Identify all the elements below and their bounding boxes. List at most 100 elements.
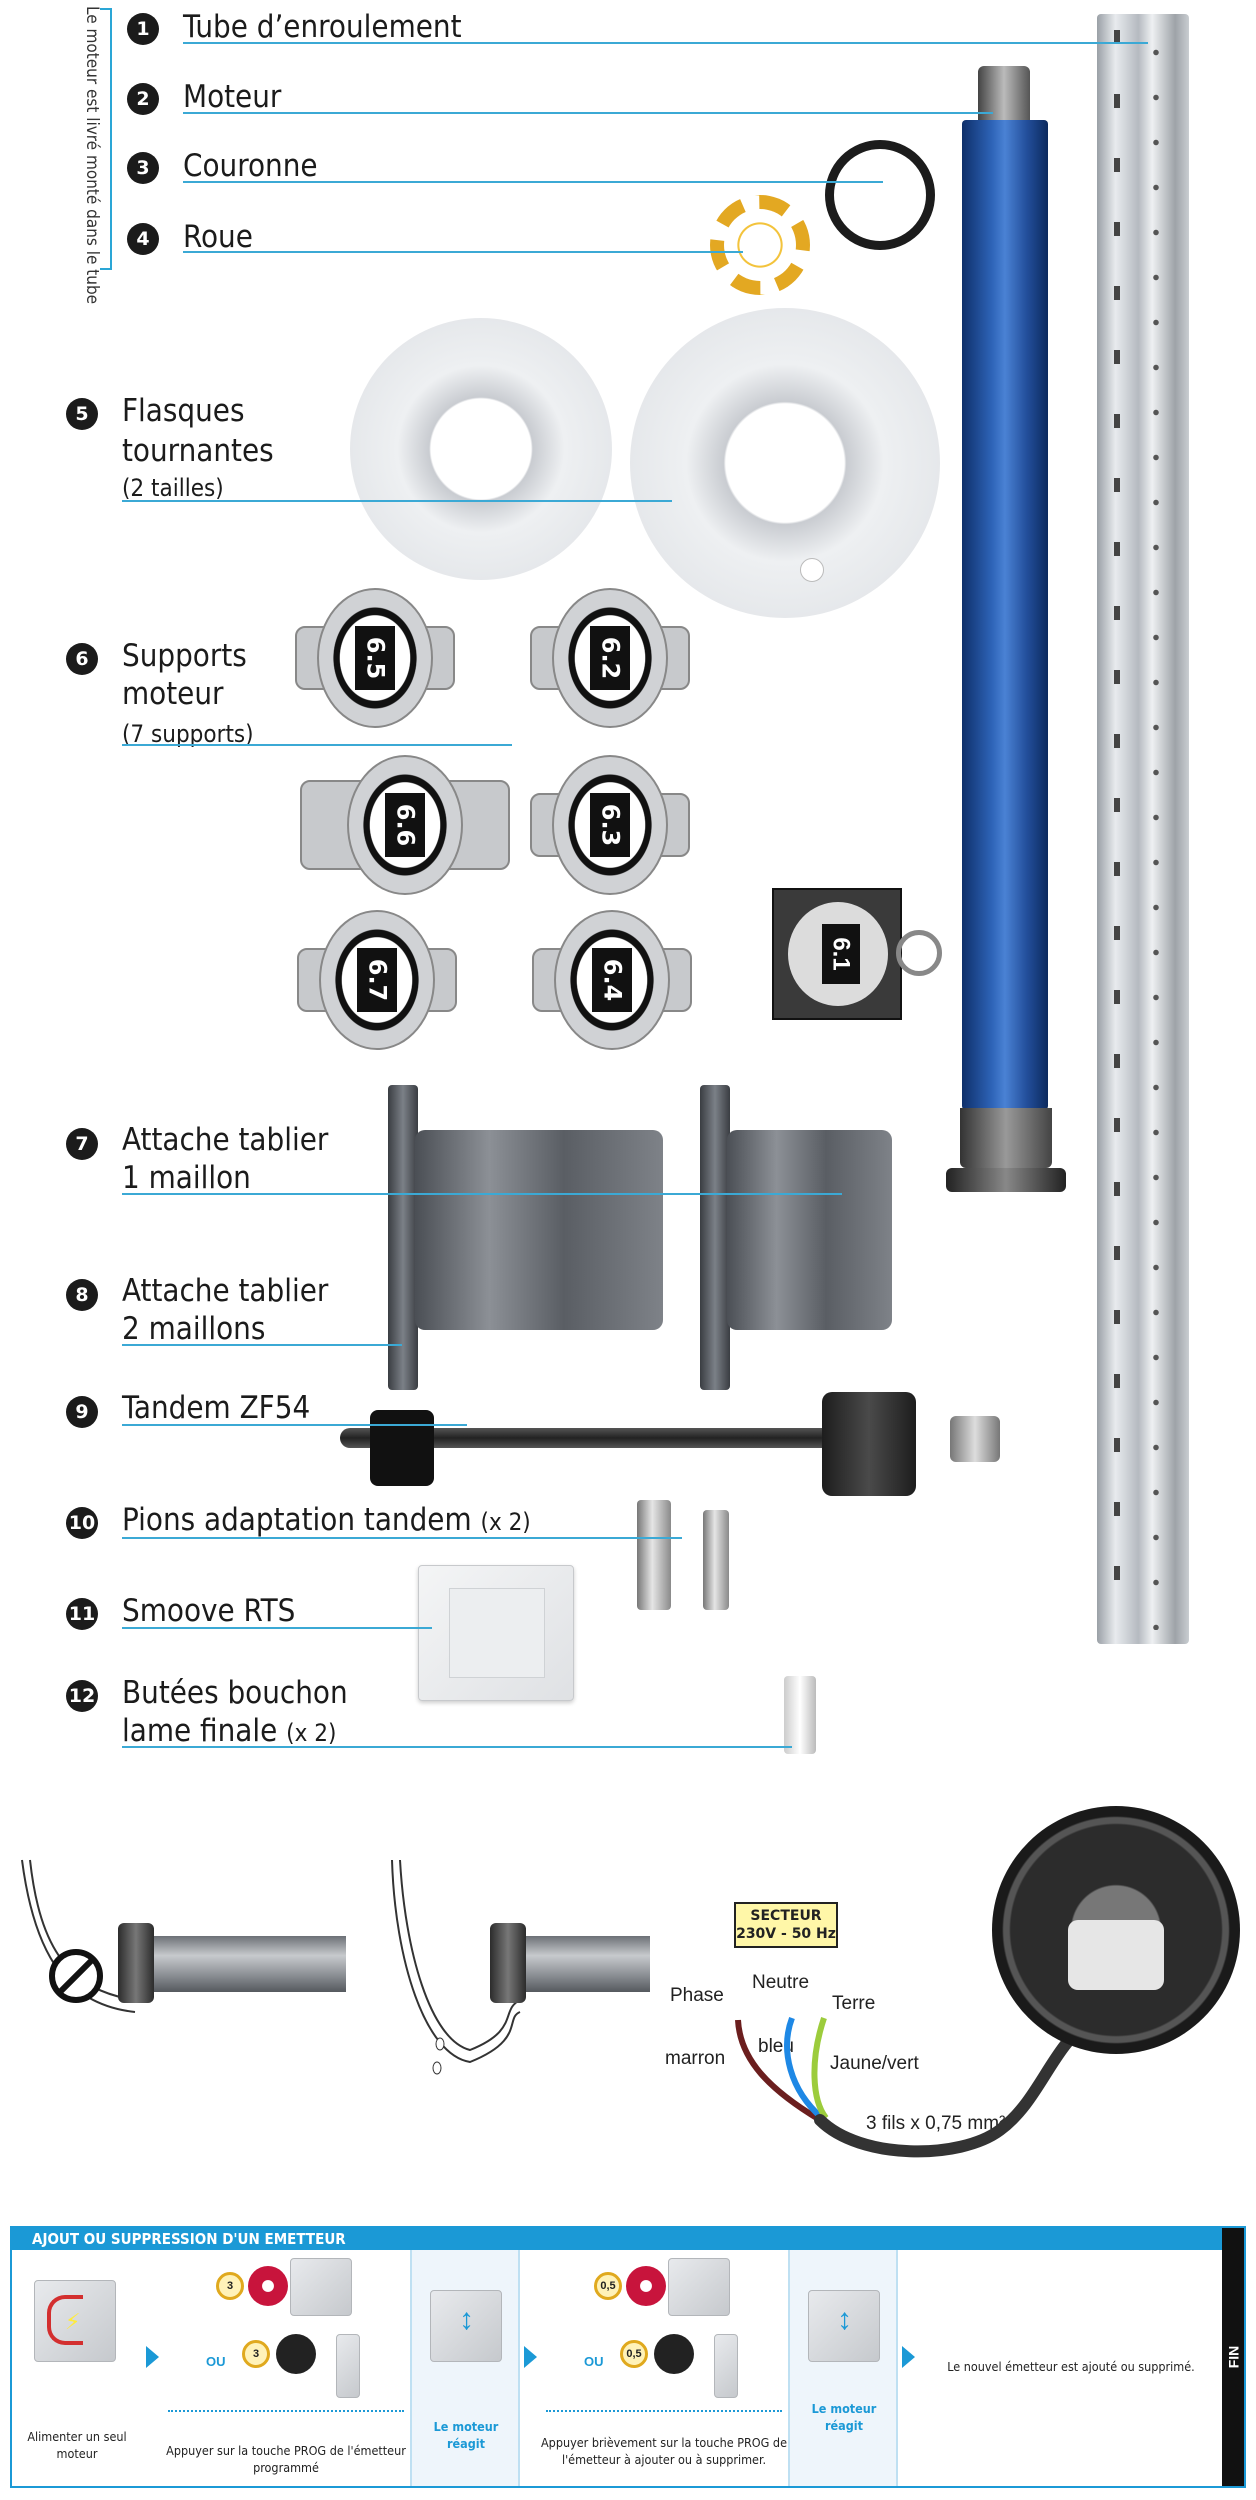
part-number-5: 5 (66, 398, 98, 430)
leader-line-4 (183, 251, 743, 253)
divider (168, 2410, 404, 2412)
cable-label: 3 fils x 0,75 mm² (866, 2113, 1006, 2134)
react1-text: Le moteur réagit (433, 2419, 499, 2451)
procedure-title: AJOUT OU SUPPRESSION D'UN EMETTEUR (12, 2228, 1226, 2250)
procedure-end: FIN (1222, 2228, 1244, 2486)
step-press-prog: 3 OU 3 Appuyer sur la touche PROG de l'é… (162, 2250, 410, 2486)
clip-post-left (388, 1085, 418, 1390)
support-6-5: 6.5 (295, 588, 455, 728)
support-6-7: 6.7 (297, 910, 457, 1050)
part-sub-5: (2 tailles) (122, 474, 224, 502)
part-number-11: 11 (66, 1598, 98, 1630)
leader-line-6 (122, 744, 512, 746)
leader-line-3 (183, 181, 883, 183)
step3-text: Appuyer brièvement sur la touche PROG de… (540, 2435, 787, 2467)
part-label-11: Smoove RTS (122, 1593, 296, 1629)
timer-icon: 3 (216, 2272, 244, 2300)
timer-icon-2: 3 (242, 2340, 270, 2368)
prog-button-icon (248, 2266, 288, 2306)
motor-picture (962, 120, 1048, 1110)
secteur-box: SECTEUR 230V - 50 Hz (734, 1902, 838, 1948)
part-number-7: 7 (66, 1128, 98, 1160)
tandem-nut (950, 1416, 1000, 1462)
react2-text: Le moteur réagit (811, 2401, 877, 2433)
tandem-picture (822, 1392, 916, 1496)
step-result: Le nouvel émetteur est ajouté ou supprim… (918, 2250, 1224, 2486)
part-label-6: Supports (122, 638, 247, 674)
winding-tube-slots (1114, 30, 1120, 1630)
part-label-5b: tournantes (122, 433, 274, 469)
remote-icon-2 (668, 2258, 730, 2316)
motor-react-icon-2: ↕ (808, 2290, 880, 2362)
wire-phase-label: Phase (670, 1985, 724, 2006)
timer-icon-3: 0,5 (594, 2272, 622, 2300)
part-label-4: Roue (183, 219, 253, 255)
procedure-table: AJOUT OU SUPPRESSION D'UN EMETTEUR FIN ⚡… (10, 2226, 1246, 2488)
part-label-8b: 2 maillons (122, 1311, 266, 1347)
arrow-2 (524, 2346, 537, 2368)
support-6-3: 6.3 (530, 755, 690, 895)
wire-earth-label: Terre (832, 1993, 876, 2014)
arrow-3 (902, 2346, 915, 2368)
part-number-1: 1 (127, 13, 159, 45)
motor-reacts-1: ↕ Le moteur réagit (410, 2250, 520, 2486)
part-label-10: Pions adaptation tandem (x 2) (122, 1502, 531, 1538)
support-6-1: 6.1 (772, 888, 902, 1020)
prog-button-icon-4 (654, 2334, 694, 2374)
leader-line-12 (122, 1746, 792, 1748)
wire-brown-label: marron (665, 2048, 726, 2069)
wire-neutral-label: Neutre (752, 1972, 810, 1993)
leader-line-1 (183, 42, 1148, 44)
cable (814, 2014, 1096, 2158)
part-label-7b: 1 maillon (122, 1160, 251, 1196)
support-6-4: 6.4 (532, 910, 692, 1050)
clip-2-links-picture (727, 1130, 892, 1330)
prog-button-icon-2 (276, 2334, 316, 2374)
leader-line-5 (122, 500, 672, 502)
wires-drawing (735, 2014, 1096, 2158)
winding-tube-holes (1152, 30, 1160, 1630)
leader-line-10 (122, 1537, 682, 1539)
wire-brown (735, 2019, 822, 2123)
part-label-8: Attache tablier (122, 1273, 329, 1309)
tandem-shaft (340, 1428, 860, 1448)
timer-icon-4: 0,5 (620, 2340, 648, 2368)
clip-1-link-picture (415, 1130, 663, 1330)
motor-tube-left (150, 1936, 346, 1992)
tandem-end (370, 1410, 434, 1486)
step-press-new-prog: 0,5 OU 0,5 Appuyer brièvement sur la tou… (540, 2250, 788, 2486)
flask-small-picture (350, 318, 612, 580)
part-number-8: 8 (66, 1279, 98, 1311)
part-number-6: 6 (66, 643, 98, 675)
part-number-4: 4 (127, 223, 159, 255)
part-number-10: 10 (66, 1507, 98, 1539)
part-number-12: 12 (66, 1680, 98, 1712)
pin-2-picture (703, 1510, 729, 1610)
end-stop-picture (784, 1676, 816, 1754)
motor-reacts-2: ↕ Le moteur réagit (788, 2250, 898, 2486)
motor-head-right (490, 1923, 526, 2003)
power-icon: ⚡ (34, 2280, 116, 2362)
result-text: Le nouvel émetteur est ajouté ou supprim… (947, 2359, 1195, 2374)
motor-head-left (118, 1923, 154, 2003)
motor-head-picture (960, 1108, 1052, 1168)
part-sub-6: (7 supports) (122, 720, 254, 748)
motor-tube-right (522, 1936, 650, 1992)
step1-text: Alimenter un seul moteur (27, 2429, 127, 2461)
crown-ring-picture (825, 140, 935, 250)
secteur-line2: 230V - 50 Hz (736, 1926, 836, 1942)
leader-line-2 (183, 112, 993, 114)
part-label-12: Butées bouchon (122, 1675, 348, 1711)
step2-text: Appuyer sur la touche PROG de l'émetteur… (166, 2443, 406, 2475)
clip-post-right (700, 1085, 730, 1390)
installation-drawing (21, 1859, 521, 2075)
part-number-2: 2 (127, 83, 159, 115)
part-label-7: Attache tablier (122, 1122, 329, 1158)
note-motor-mounted: Le moteur est livré monté dans le tube (82, 6, 102, 305)
or-label: OU (206, 2354, 226, 2369)
part-number-3: 3 (127, 152, 159, 184)
pin-1-picture (637, 1500, 671, 1610)
motor-react-icon: ↕ (430, 2290, 502, 2362)
part-label-5: Flasques (122, 393, 245, 429)
arrow-1 (146, 2346, 159, 2368)
